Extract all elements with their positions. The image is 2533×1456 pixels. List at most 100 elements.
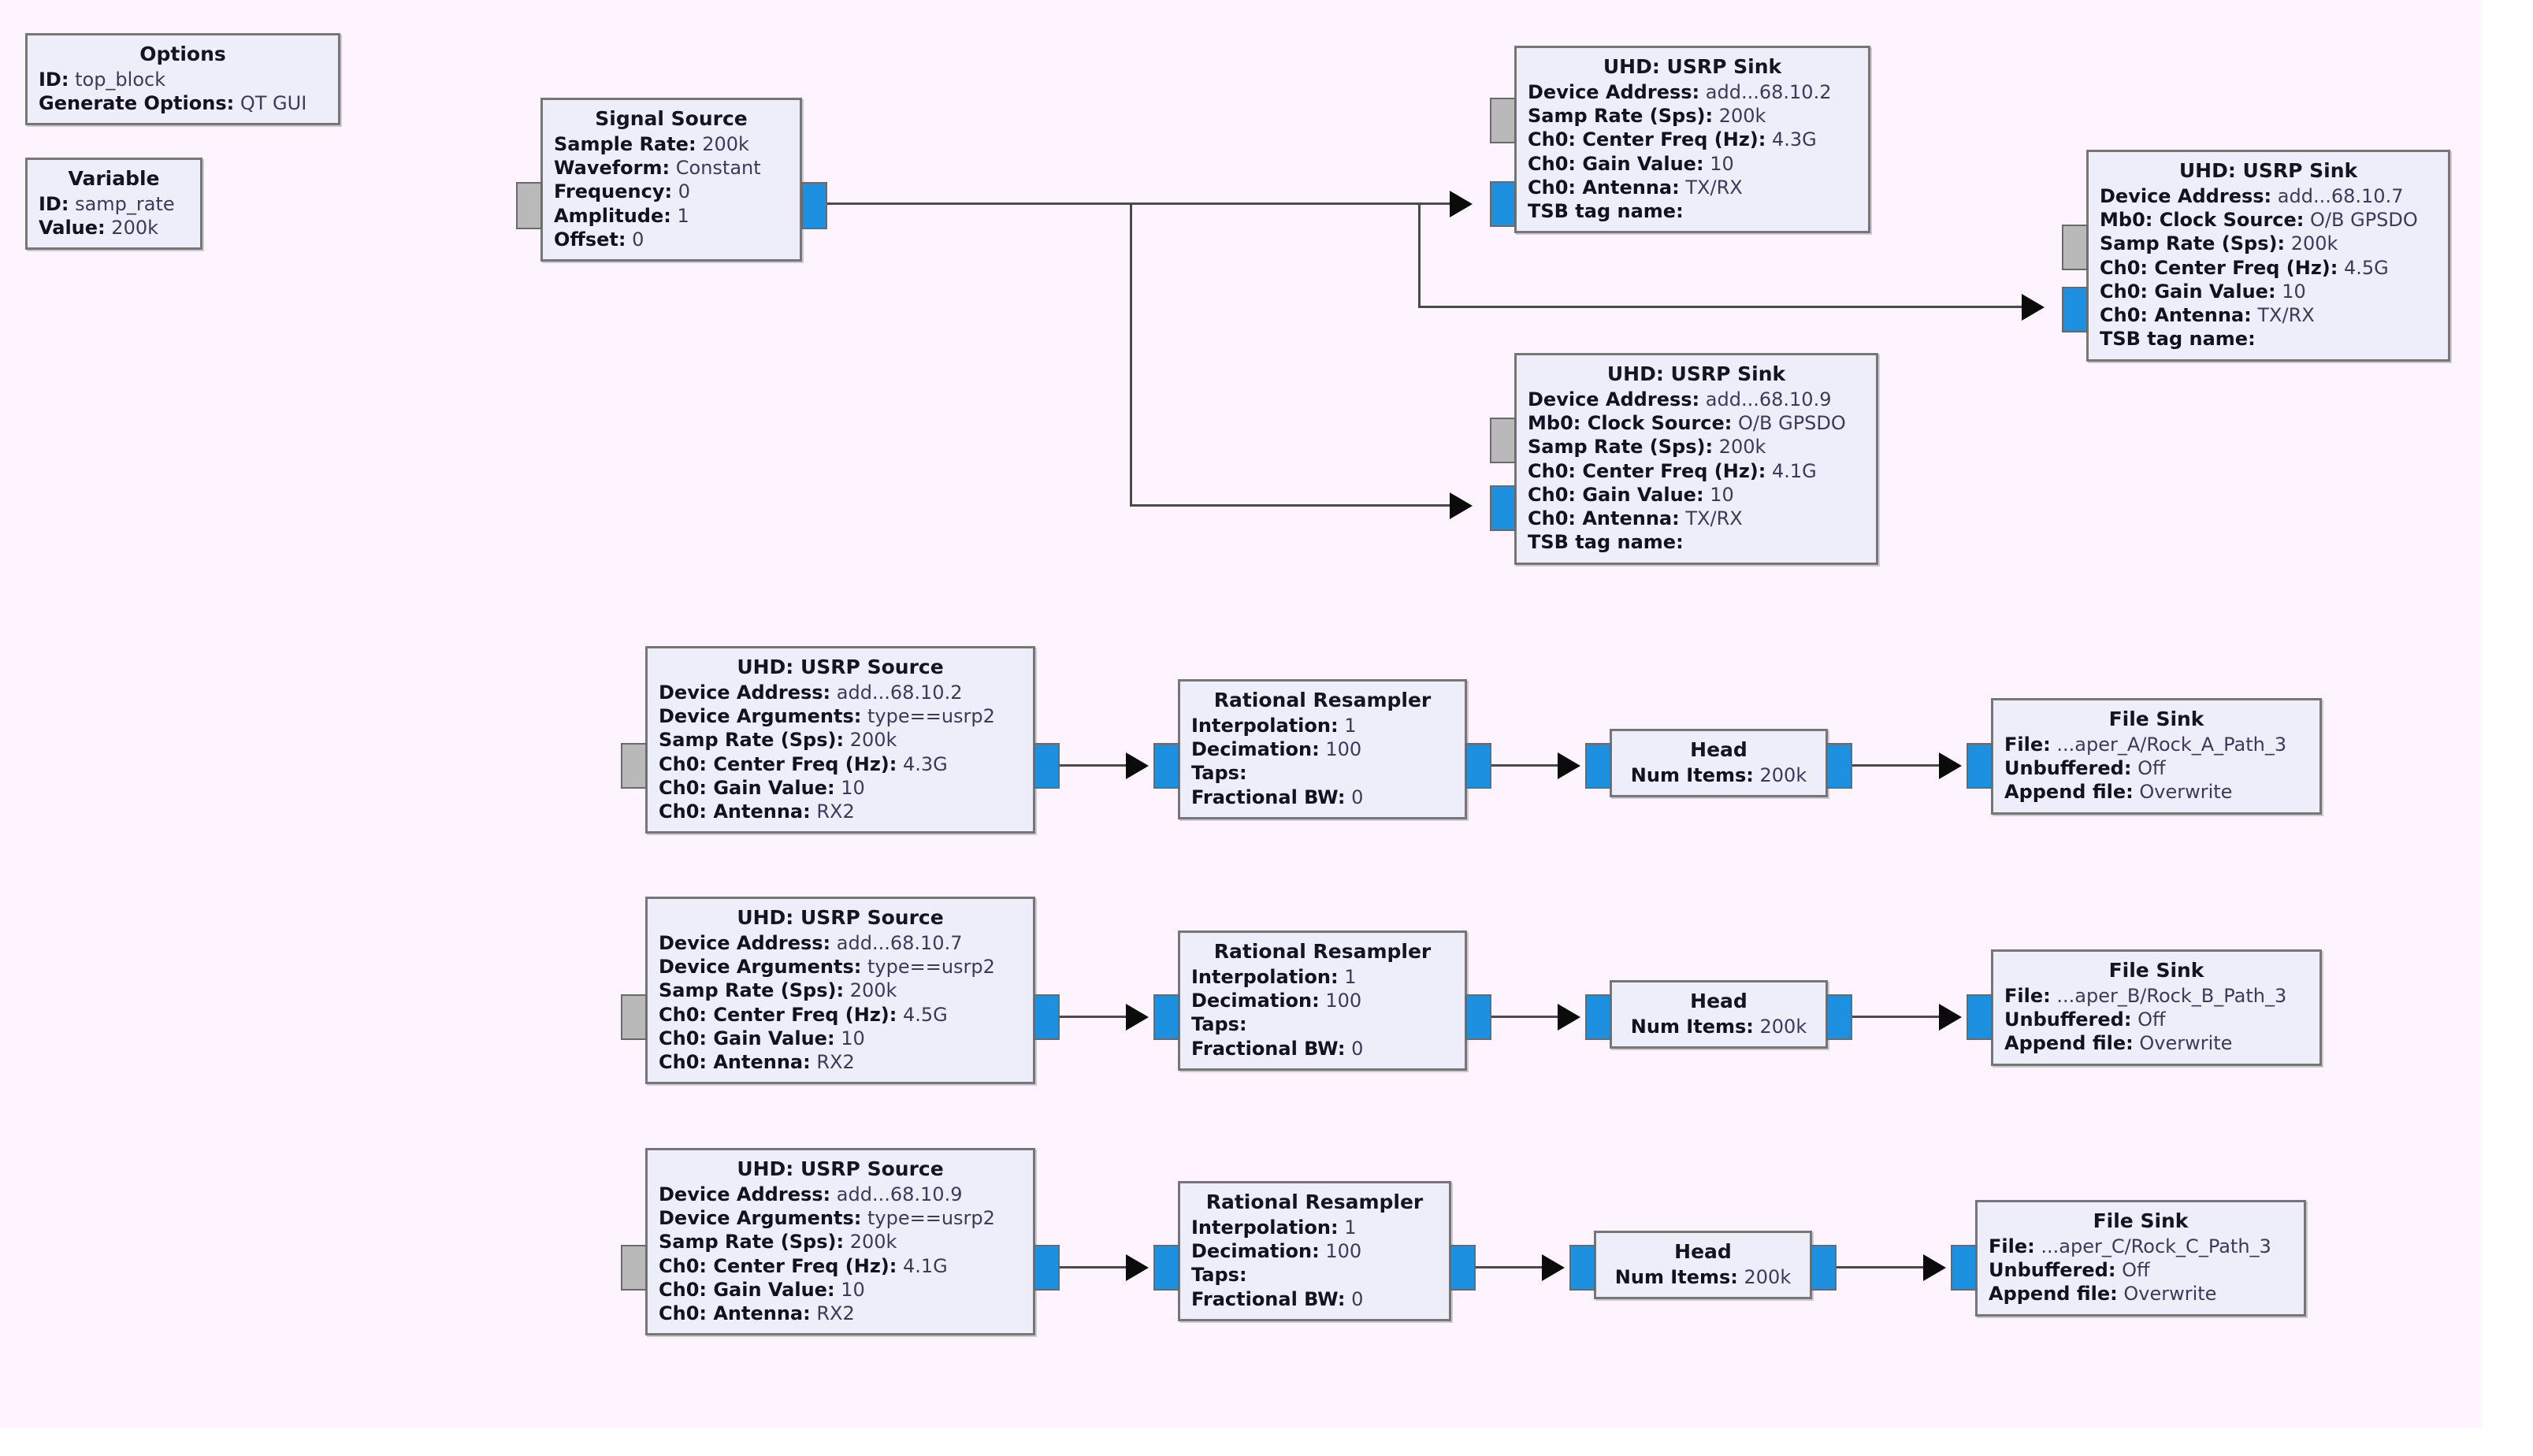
param-value: type==usrp2 bbox=[867, 1207, 995, 1230]
usrp-source-b-output-port[interactable] bbox=[1034, 994, 1060, 1040]
block-param-row: Mb0: Clock Source: O/B GPSDO bbox=[1528, 411, 1865, 435]
usrp-sink-c-message-port[interactable] bbox=[1490, 418, 1516, 463]
head-a-input-port[interactable] bbox=[1585, 743, 1611, 789]
usrp-source-b-message-port[interactable] bbox=[621, 994, 647, 1040]
param-key: Samp Rate (Sps): bbox=[1528, 105, 1714, 128]
block-param-row: Offset: 0 bbox=[554, 228, 789, 251]
block-head-b[interactable]: Head Num Items: 200k bbox=[1610, 980, 1828, 1049]
param-value: 0 bbox=[1351, 1287, 1364, 1310]
resampler-b-input-port[interactable] bbox=[1153, 994, 1179, 1040]
block-file-sink-a[interactable]: File Sink File: ...aper_A/Rock_A_Path_3 … bbox=[1991, 698, 2322, 815]
block-usrp-sink-b[interactable]: UHD: USRP Sink Device Address: add...68.… bbox=[2086, 150, 2450, 362]
param-key: Fractional BW: bbox=[1191, 786, 1346, 808]
param-key: Device Arguments: bbox=[659, 1207, 862, 1230]
head-a-output-port[interactable] bbox=[1826, 743, 1852, 789]
resampler-a-input-port[interactable] bbox=[1153, 743, 1179, 789]
wire-arrow-sourcec-resamplerc bbox=[1126, 1254, 1149, 1281]
usrp-sink-a-message-port[interactable] bbox=[1490, 98, 1516, 143]
signal-source-input-port[interactable] bbox=[516, 182, 542, 229]
block-title: File Sink bbox=[2108, 708, 2204, 730]
block-signal-source[interactable]: Signal Source Sample Rate: 200k Waveform… bbox=[540, 98, 802, 262]
block-head-c[interactable]: Head Num Items: 200k bbox=[1594, 1231, 1812, 1300]
signal-source-output-port[interactable] bbox=[801, 182, 827, 229]
block-head-a[interactable]: Head Num Items: 200k bbox=[1610, 729, 1828, 798]
block-param-row: Taps: bbox=[1191, 1012, 1454, 1036]
param-key: Device Address: bbox=[1528, 81, 1700, 103]
param-value: 4.3G bbox=[903, 752, 948, 775]
resampler-b-output-port[interactable] bbox=[1465, 994, 1491, 1040]
head-c-output-port[interactable] bbox=[1811, 1245, 1837, 1291]
block-param-row: Ch0: Center Freq (Hz): 4.3G bbox=[1528, 128, 1857, 151]
usrp-source-a-output-port[interactable] bbox=[1034, 743, 1060, 789]
block-usrp-source-c[interactable]: UHD: USRP Source Device Address: add...6… bbox=[645, 1148, 1035, 1336]
param-key: Device Address: bbox=[2100, 185, 2272, 207]
block-title: UHD: USRP Source bbox=[737, 906, 944, 929]
block-usrp-source-a[interactable]: UHD: USRP Source Device Address: add...6… bbox=[645, 646, 1035, 834]
param-key: Samp Rate (Sps): bbox=[659, 729, 845, 752]
head-c-input-port[interactable] bbox=[1569, 1245, 1595, 1291]
param-value: 4.5G bbox=[2344, 256, 2389, 279]
param-value: 200k bbox=[2290, 232, 2338, 255]
block-resampler-c[interactable]: Rational Resampler Interpolation: 1 Deci… bbox=[1178, 1181, 1451, 1321]
param-key: Ch0: Antenna: bbox=[1528, 507, 1680, 530]
param-key: Ch0: Antenna: bbox=[659, 1051, 811, 1074]
block-param-row: Value: 200k bbox=[39, 216, 189, 240]
resampler-a-output-port[interactable] bbox=[1465, 743, 1491, 789]
block-usrp-sink-a[interactable]: UHD: USRP Sink Device Address: add...68.… bbox=[1514, 46, 1870, 234]
usrp-sink-b-message-port[interactable] bbox=[2062, 225, 2088, 270]
block-resampler-b[interactable]: Rational Resampler Interpolation: 1 Deci… bbox=[1178, 930, 1467, 1071]
head-b-input-port[interactable] bbox=[1585, 994, 1611, 1040]
wire-arrow-resamplera-heada bbox=[1558, 752, 1580, 779]
block-param-row: TSB tag name: bbox=[1528, 199, 1857, 223]
param-key: Unbuffered: bbox=[1989, 1259, 2116, 1282]
param-value: add...68.10.9 bbox=[836, 1183, 963, 1205]
block-param-row: Samp Rate (Sps): 200k bbox=[1528, 435, 1865, 459]
param-key: Unbuffered: bbox=[2004, 1008, 2132, 1031]
param-value: 1 bbox=[677, 204, 689, 227]
usrp-source-a-message-port[interactable] bbox=[621, 743, 647, 789]
usrp-sink-c-input-port[interactable] bbox=[1490, 485, 1516, 531]
param-value: 10 bbox=[2282, 280, 2306, 303]
block-usrp-source-b[interactable]: UHD: USRP Source Device Address: add...6… bbox=[645, 897, 1035, 1085]
block-options[interactable]: Options ID: top_block Generate Options: … bbox=[25, 33, 340, 126]
param-value: QT GUI bbox=[240, 92, 307, 115]
param-value: Overwrite bbox=[2139, 1032, 2233, 1055]
file-sink-c-input-port[interactable] bbox=[1951, 1245, 1977, 1291]
param-value: 4.5G bbox=[903, 1003, 948, 1026]
param-value: 0 bbox=[1351, 1037, 1364, 1060]
block-param-row: Ch0: Gain Value: 10 bbox=[1528, 152, 1857, 176]
block-param-row: Device Arguments: type==usrp2 bbox=[659, 704, 1022, 728]
param-key: Device Address: bbox=[1528, 388, 1700, 410]
file-sink-a-input-port[interactable] bbox=[1967, 743, 1993, 789]
wire-arrow-heada-filesinka bbox=[1939, 752, 1962, 779]
block-resampler-a[interactable]: Rational Resampler Interpolation: 1 Deci… bbox=[1178, 679, 1467, 819]
file-sink-b-input-port[interactable] bbox=[1967, 994, 1993, 1040]
param-key: Interpolation: bbox=[1191, 715, 1339, 737]
resampler-c-output-port[interactable] bbox=[1450, 1245, 1476, 1291]
usrp-source-c-message-port[interactable] bbox=[621, 1245, 647, 1291]
usrp-sink-a-input-port[interactable] bbox=[1490, 181, 1516, 227]
param-key: Fractional BW: bbox=[1191, 1037, 1346, 1060]
block-title: Signal Source bbox=[595, 107, 748, 130]
block-param-row: TSB tag name: bbox=[1528, 530, 1865, 554]
param-value: type==usrp2 bbox=[867, 705, 995, 728]
resampler-c-input-port[interactable] bbox=[1153, 1245, 1179, 1291]
param-key: Ch0: Center Freq (Hz): bbox=[1528, 459, 1766, 482]
head-b-output-port[interactable] bbox=[1826, 994, 1852, 1040]
usrp-sink-b-input-port[interactable] bbox=[2062, 287, 2088, 332]
block-param-row: ID: top_block bbox=[39, 68, 327, 91]
wire-arrow-headb-filesinkb bbox=[1939, 1004, 1962, 1031]
block-file-sink-c[interactable]: File Sink File: ...aper_C/Rock_C_Path_3 … bbox=[1975, 1200, 2306, 1317]
block-param-row: Interpolation: 1 bbox=[1191, 1216, 1438, 1239]
block-file-sink-b[interactable]: File Sink File: ...aper_B/Rock_B_Path_3 … bbox=[1991, 949, 2322, 1066]
param-value: Off bbox=[2122, 1259, 2150, 1282]
param-key: Device Arguments: bbox=[659, 705, 862, 728]
param-value: add...68.10.9 bbox=[1705, 388, 1832, 410]
wire-signalsource-to-sinks-trunk bbox=[827, 202, 1450, 205]
usrp-source-c-output-port[interactable] bbox=[1034, 1245, 1060, 1291]
block-title: File Sink bbox=[2093, 1209, 2189, 1232]
block-param-row: Ch0: Center Freq (Hz): 4.1G bbox=[1528, 459, 1865, 483]
block-variable[interactable]: Variable ID: samp_rate Value: 200k bbox=[25, 158, 202, 251]
block-usrp-sink-c[interactable]: UHD: USRP Sink Device Address: add...68.… bbox=[1514, 353, 1878, 565]
